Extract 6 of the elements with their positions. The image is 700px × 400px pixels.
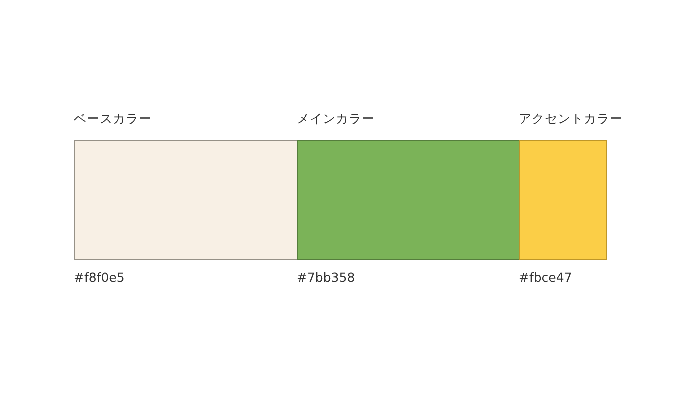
color-name: アクセントカラー (519, 111, 623, 127)
color-name: ベースカラー (74, 111, 152, 127)
hex-code: #fbce47 (519, 270, 572, 286)
color-name: メインカラー (297, 111, 375, 127)
hex-code: #f8f0e5 (74, 270, 125, 286)
hex-code: #7bb358 (297, 270, 356, 286)
